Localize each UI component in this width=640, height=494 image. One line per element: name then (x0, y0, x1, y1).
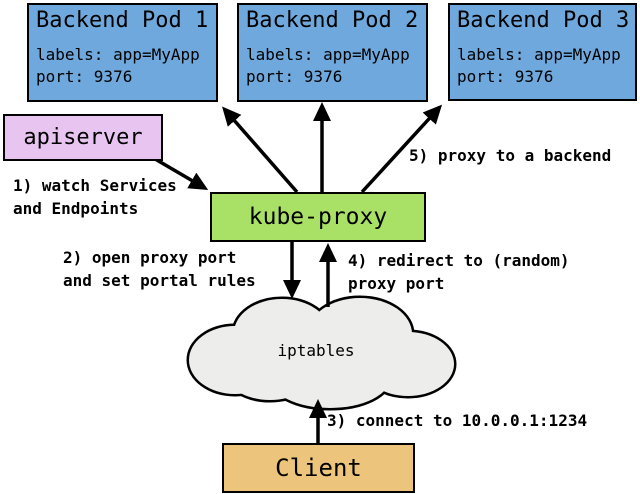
apiserver-box: apiserver (3, 114, 163, 161)
kube-proxy-box: kube-proxy (210, 192, 426, 242)
step-4-line-1: 4) redirect to (random) (348, 251, 570, 270)
client-box: Client (222, 443, 415, 493)
backend-pod-2-box: Backend Pod 2 labels: app=MyApp port: 93… (237, 3, 428, 102)
step-5-label: 5) proxy to a backend (409, 144, 611, 167)
backend-pod-3-title: Backend Pod 3 (457, 8, 630, 33)
backend-pod-1-title: Backend Pod 1 (36, 8, 209, 33)
step-2-line-1: 2) open proxy port (63, 248, 237, 267)
backend-pod-1-labels: labels: app=MyApp (36, 45, 200, 64)
backend-pod-1-box: Backend Pod 1 labels: app=MyApp port: 93… (27, 3, 218, 102)
step-2-label: 2) open proxy port and set portal rules (63, 246, 256, 292)
backend-pod-2-port: port: 9376 (246, 67, 343, 86)
step-4-line-2: proxy port (348, 274, 445, 293)
backend-pod-3-box: Backend Pod 3 labels: app=MyApp port: 93… (448, 3, 637, 101)
client-label: Client (275, 454, 362, 482)
step-1-line-1: 1) watch Services (13, 176, 177, 195)
apiserver-label: apiserver (23, 125, 143, 150)
step-3-label: 3) connect to 10.0.0.1:1234 (327, 409, 587, 432)
backend-pod-2-title: Backend Pod 2 (246, 8, 419, 33)
step-2-line-2: and set portal rules (63, 271, 256, 290)
arrow-kube-proxy-to-pod1 (222, 106, 299, 194)
iptables-label: iptables (277, 341, 355, 360)
step-1-line-2: and Endpoints (13, 199, 139, 218)
backend-pod-1-port: port: 9376 (36, 67, 133, 86)
backend-pod-2-labels: labels: app=MyApp (246, 45, 410, 64)
kube-proxy-label: kube-proxy (248, 204, 388, 230)
arrow-apiserver-to-kube-proxy (149, 154, 209, 191)
backend-pod-3-port: port: 9376 (457, 67, 554, 86)
step-4-label: 4) redirect to (random) proxy port (348, 249, 570, 295)
iptables-cloud (186, 295, 457, 411)
arrow-kube-proxy-to-pod3 (360, 104, 443, 194)
step-5-line-1: 5) proxy to a backend (409, 146, 612, 165)
step-1-label: 1) watch Services and Endpoints (13, 174, 177, 220)
backend-pod-3-labels: labels: app=MyApp (457, 45, 621, 64)
step-3-line-1: 3) connect to 10.0.0.1:1234 (327, 411, 588, 430)
